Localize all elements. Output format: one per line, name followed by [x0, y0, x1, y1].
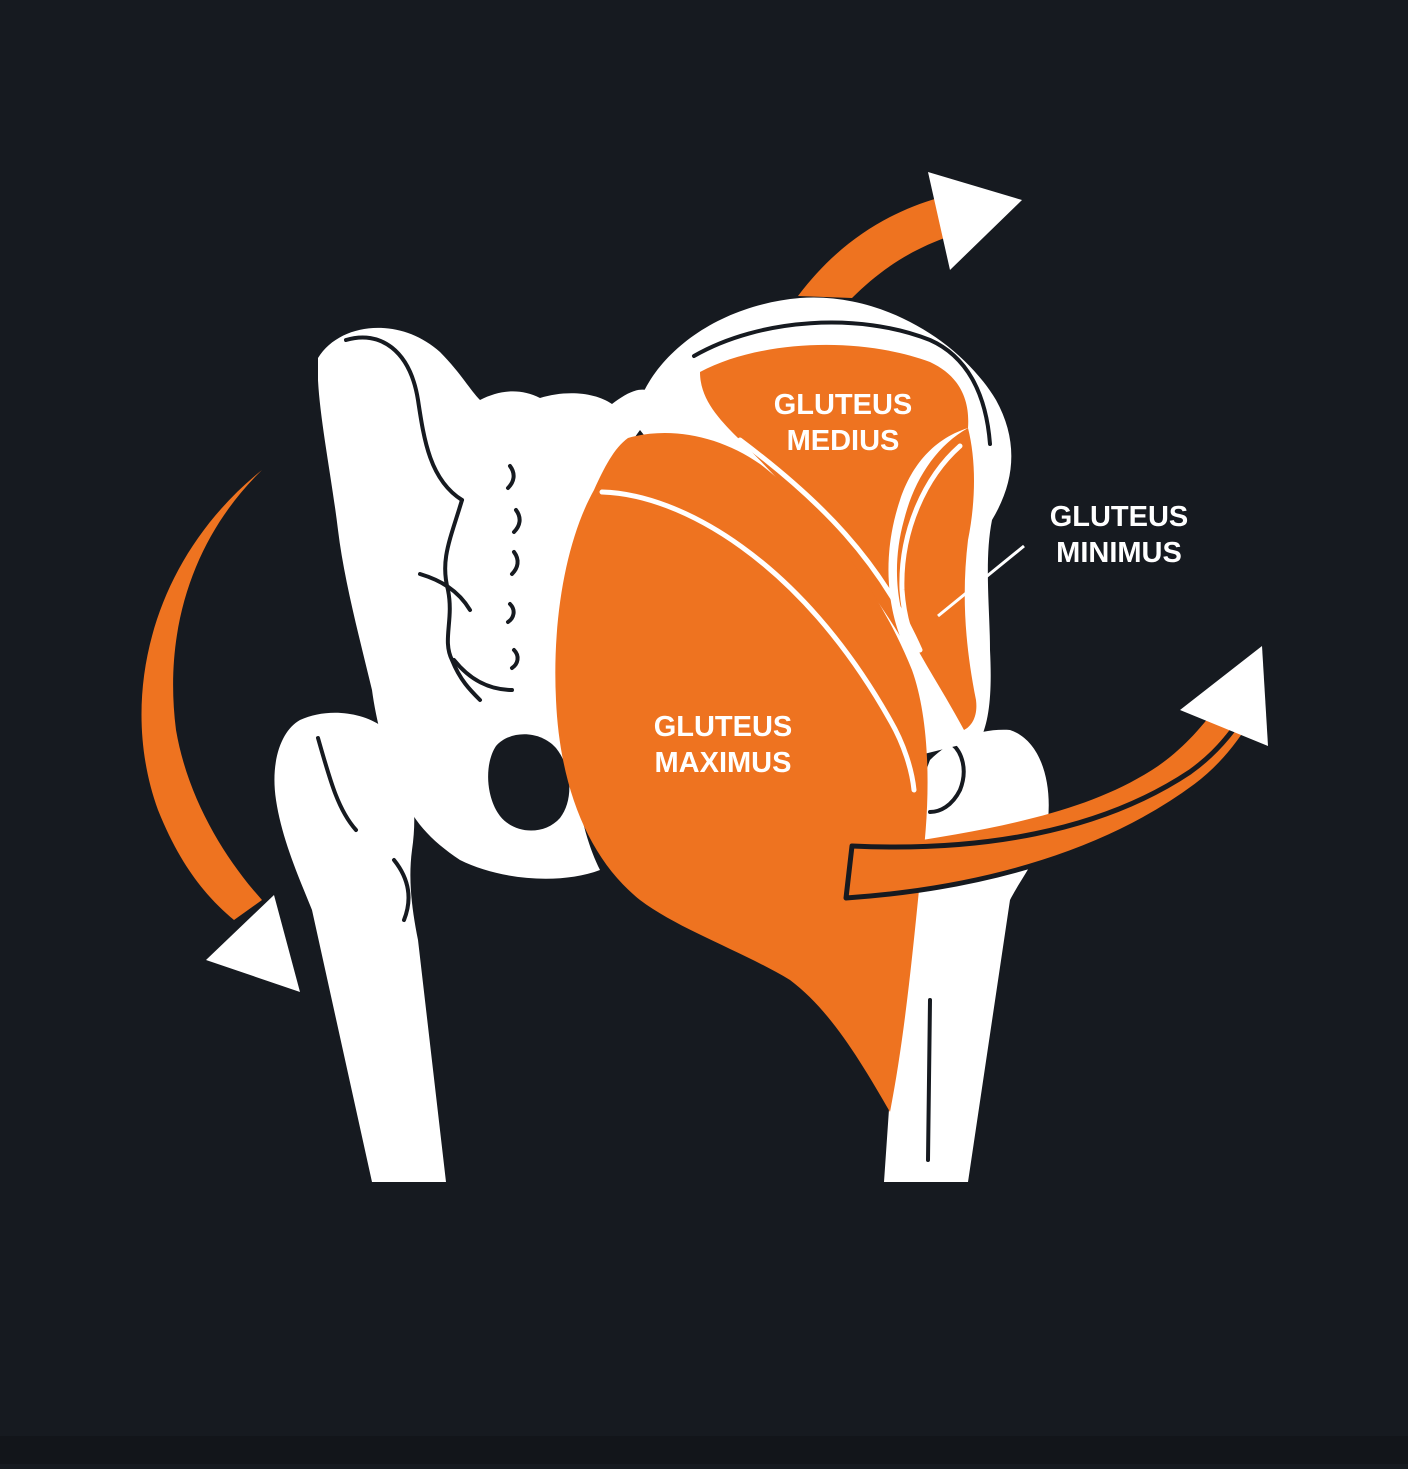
arrow-right-up-icon [843, 646, 1268, 901]
label-medius-line1: GLUTEUS [774, 389, 913, 421]
left-femur-bone [274, 712, 446, 1182]
minimus-leader-line [937, 544, 1025, 618]
label-minimus-line2: MINIMUS [1056, 537, 1182, 569]
arrow-top-right-icon [798, 172, 1022, 298]
sacral-foramen-5 [510, 648, 520, 670]
arrow-top-shaft [798, 198, 950, 298]
ilium-crest-line [692, 320, 992, 446]
gluteus-maximus-shape [555, 433, 928, 1112]
arrow-right-shaft [852, 700, 1246, 854]
gluteus-maximus [555, 433, 928, 1112]
maximus-fiber-line-2 [737, 437, 923, 653]
bottom-strip [0, 1436, 1408, 1464]
label-gluteus-minimus: GLUTEUS MINIMUS [1050, 501, 1189, 569]
arrow-left-down-icon [141, 470, 300, 992]
maximus-fiber-line-1 [599, 489, 917, 793]
sacral-foramen-3 [510, 550, 520, 576]
label-gluteus-maximus: GLUTEUS MAXIMUS [654, 711, 793, 779]
left-femur-contour-2 [392, 858, 411, 922]
label-gluteus-medius: GLUTEUS MEDIUS [774, 389, 913, 457]
arrow-right-head [1180, 646, 1268, 746]
arrow-left-shaft [141, 470, 262, 920]
arrow-top-head [928, 172, 1022, 270]
obturator-foramen [488, 734, 570, 831]
sacral-foramen-2 [512, 508, 522, 534]
gluteus-medius [700, 344, 969, 636]
sacroiliac-line [443, 498, 482, 702]
label-maximus-line2: MAXIMUS [655, 747, 792, 779]
right-femur-contour [926, 998, 932, 1162]
sacral-foramen-1 [506, 464, 516, 490]
iliac-crest-line [344, 335, 464, 502]
left-femur [274, 712, 446, 1182]
pelvis-crease-2 [452, 658, 514, 692]
gluteus-medius-shape [700, 344, 969, 636]
left-femur-contour [316, 736, 358, 832]
label-medius-line2: MEDIUS [787, 425, 900, 457]
label-minimus-line1: GLUTEUS [1050, 501, 1189, 533]
pelvis-crease [418, 572, 472, 612]
arrow-left-head [206, 895, 300, 992]
label-maximus-line1: GLUTEUS [654, 711, 793, 743]
sacral-foramen-4 [506, 602, 516, 624]
greater-trochanter-line [928, 742, 966, 814]
